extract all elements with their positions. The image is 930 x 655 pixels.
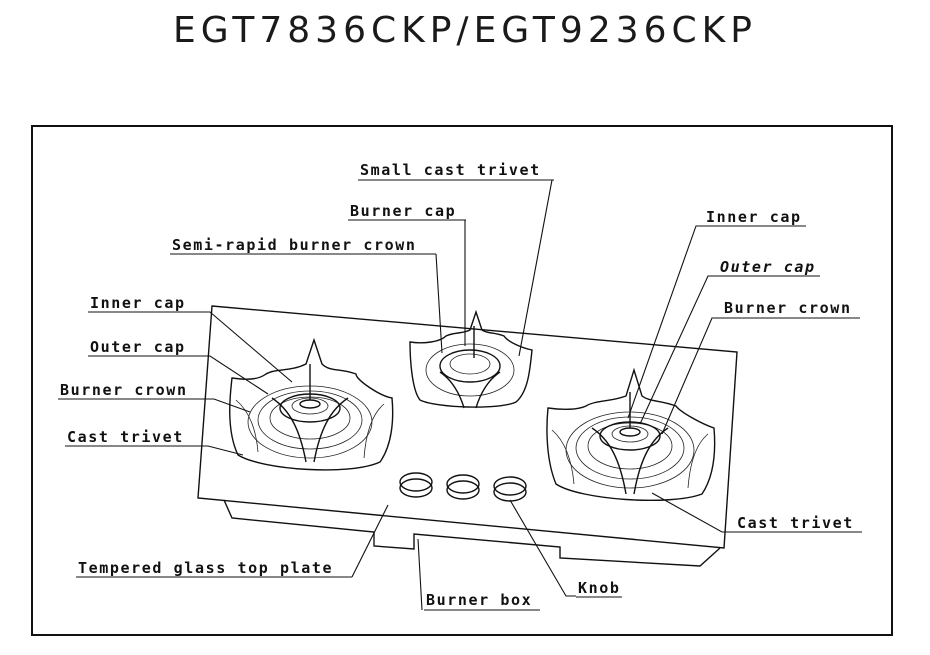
semi-rapid-burner-shape bbox=[409, 309, 533, 409]
label-left-inner-cap: Inner cap bbox=[90, 294, 186, 312]
label-right-cast-trivet: Cast trivet bbox=[737, 514, 854, 532]
label-semi-rapid-burner-crown: Semi-rapid burner crown bbox=[172, 236, 417, 254]
diagram-frame bbox=[31, 125, 893, 636]
right-burner-shape bbox=[546, 367, 716, 502]
leader-lines bbox=[190, 179, 736, 611]
model-title: EGT7836CKP/EGT9236CKP bbox=[173, 10, 757, 51]
tempered-glass-top-plate-shape bbox=[197, 305, 738, 567]
label-tempered-glass-top-plate: Tempered glass top plate bbox=[78, 559, 333, 577]
label-burner-cap: Burner cap bbox=[350, 202, 456, 220]
label-left-burner-crown: Burner crown bbox=[60, 381, 188, 399]
label-left-cast-trivet: Cast trivet bbox=[67, 428, 184, 446]
label-burner-box: Burner box bbox=[426, 591, 532, 609]
label-left-outer-cap: Outer cap bbox=[90, 338, 186, 356]
label-knob: Knob bbox=[578, 579, 621, 597]
left-burner-shape bbox=[229, 337, 394, 471]
knobs-shape bbox=[399, 472, 527, 502]
label-right-outer-cap: Outer cap bbox=[720, 258, 816, 276]
label-right-burner-crown: Burner crown bbox=[724, 299, 852, 317]
labels: Small cast trivet Burner cap Semi-rapid … bbox=[58, 161, 862, 611]
label-small-cast-trivet: Small cast trivet bbox=[360, 161, 541, 179]
label-right-inner-cap: Inner cap bbox=[706, 208, 802, 226]
